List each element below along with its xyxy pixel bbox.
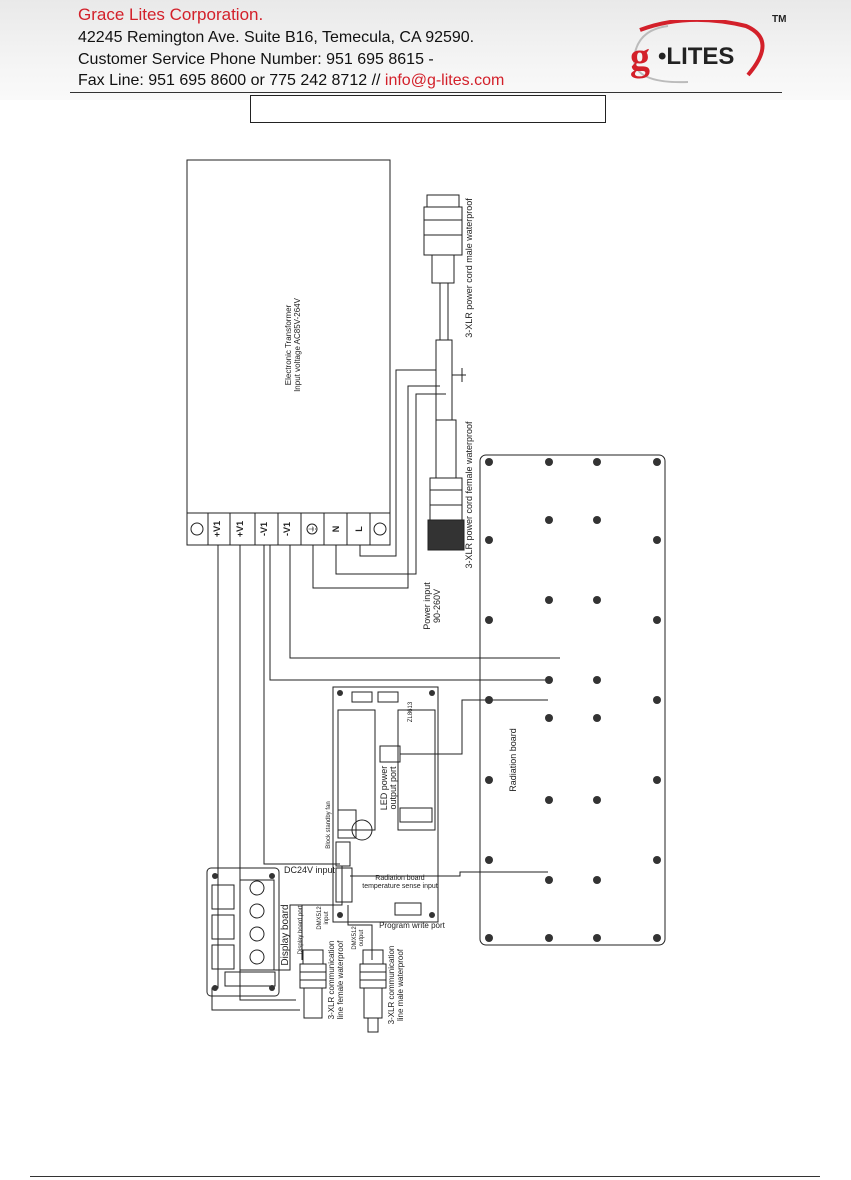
logo-text: •LITES <box>658 43 734 70</box>
radiation-board-label: Radiation board <box>508 728 518 792</box>
display-board-box <box>206 867 280 997</box>
transformer-label-2: Input voltage AC85V-264V <box>293 297 302 392</box>
xlr-female-comm-label-1: 3-XLR communication <box>327 941 336 1020</box>
company-phone: Customer Service Phone Number: 951 695 8… <box>78 51 434 68</box>
page-header: Grace Lites Corporation. 42245 Remington… <box>0 0 851 100</box>
logo-g: g <box>630 34 650 79</box>
xlr-female-power-label: 3-XLR power cord female waterproof <box>464 421 474 569</box>
radiation-sense-label-1: Radiation board <box>375 875 425 882</box>
terminal-1: +V1 <box>212 521 222 537</box>
xlr-male-comm-label-2: line male waterproof <box>396 948 405 1021</box>
transformer-label-1: Electronic Transformer <box>284 304 293 385</box>
program-write-port-label: Program write port <box>379 921 446 930</box>
terminal-2: +V1 <box>235 521 245 537</box>
block-standby-fan-label: Block standby fan <box>326 801 332 848</box>
xlr-male-power-label: 3-XLR power cord male waterproof <box>464 198 474 338</box>
dmx-output-label-2: output <box>359 929 365 946</box>
led-power-label-2: output port <box>388 766 398 810</box>
header-rule <box>70 92 782 93</box>
company-name: Grace Lites Corporation. <box>78 5 264 24</box>
display-board-port-label: Display board port <box>298 905 304 954</box>
display-board-label: Display board <box>280 904 291 965</box>
driver-board <box>332 686 439 923</box>
g-lites-logo: g •LITES <box>630 20 765 84</box>
dmx-input-label-2: input <box>324 911 330 924</box>
xlr-male-comm-label-1: 3-XLR communication <box>387 946 396 1025</box>
dmx-input-label-1: DMX512 <box>317 906 323 930</box>
terminal-l: L <box>354 526 364 532</box>
trademark: TM <box>772 14 787 25</box>
terminal-n: N <box>331 526 341 533</box>
terminal-4: -V1 <box>282 522 292 536</box>
email-link[interactable]: info@g-lites.com <box>384 72 505 89</box>
dc24v-input-label: DC24V input <box>284 865 336 875</box>
radiation-sense-label-2: temperature sense input <box>362 883 438 890</box>
power-input-label-1: Power input <box>422 582 432 630</box>
driver-model-label: ZL8613 <box>408 701 414 722</box>
transformer-box <box>186 159 391 546</box>
mounting-holes <box>212 458 661 991</box>
footer-rule <box>30 1176 820 1177</box>
xlr-female-comm-label-2: line female waterproof <box>336 940 345 1019</box>
company-fax: Fax Line: 951 695 8600 or 775 242 8712 /… <box>78 70 504 92</box>
title-box <box>250 95 606 123</box>
power-input-label-2: 90-260V <box>432 589 442 623</box>
terminal-3: -V1 <box>259 522 269 536</box>
terminal-ground-icon: ⏚ <box>308 525 317 533</box>
dmx-output-label-1: DMX512 <box>352 926 358 950</box>
fax-text: Fax Line: 951 695 8600 or 775 242 8712 /… <box>78 72 385 89</box>
led-power-label-1: LED power <box>379 766 389 811</box>
company-address: 42245 Remington Ave. Suite B16, Temecula… <box>78 29 475 46</box>
